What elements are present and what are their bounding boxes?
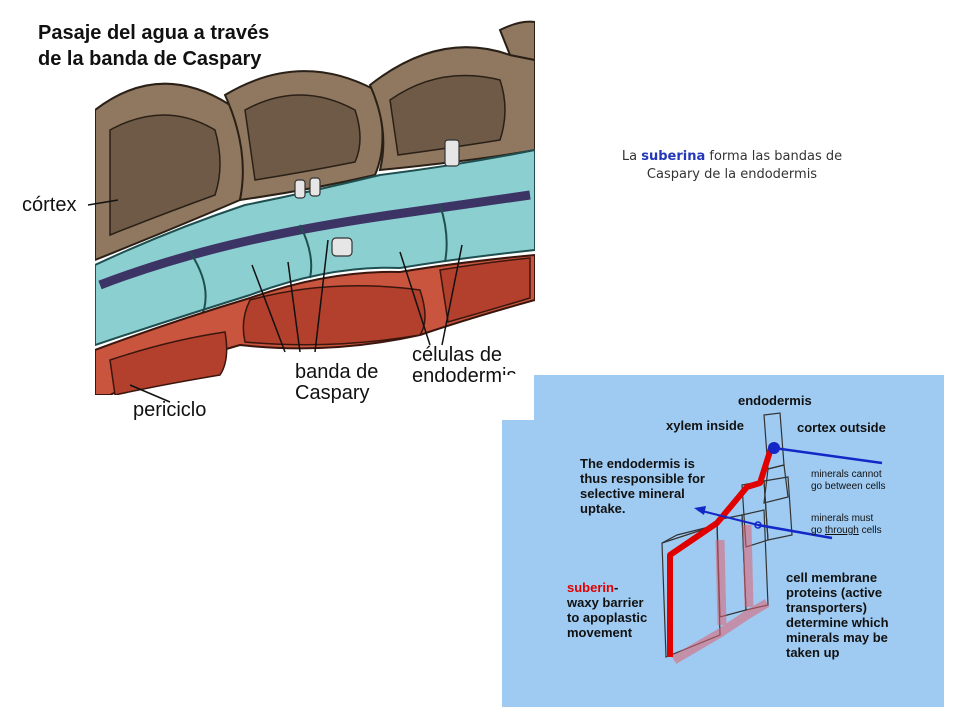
leader-banda-3 [314,239,329,353]
arrow-origin-dot [754,521,762,529]
text-minerals-cannot: minerals cannot go between cells [811,469,886,493]
caption-after: forma las bandas de [705,149,843,164]
leader-celulas-2 [441,244,463,346]
selective-line4: uptake. [580,501,626,516]
membrane-line2: proteins (active [786,585,883,600]
leader-banda-2 [287,261,301,353]
figure-title-line2: de la banda de Caspary [38,48,262,70]
text-suberin-barrier: suberin- waxy barrier to apoplastic move… [567,580,647,640]
text-minerals-must: minerals must go through cells [811,513,882,537]
label-celulas-line2: endodermis [412,365,517,387]
selective-line3: selective mineral [580,486,685,501]
must-line1: minerals must [811,513,874,524]
suberin-word: suberin [567,580,614,595]
selective-line2: thus responsible for [580,471,705,486]
membrane-line1: cell membrane [786,570,878,585]
label-banda-caspary: banda de Caspary [295,362,378,404]
caption: La suberina forma las bandas de Caspary … [612,148,852,184]
leader-celulas-1 [399,251,431,346]
caption-line2: Caspary de la endodermis [646,167,818,182]
pointer-must [757,523,833,540]
leader-periciclo [129,384,171,403]
membrane-line4: determine which [786,615,889,630]
figure-title-line1: Pasaje del agua a través [38,22,270,44]
label-endodermis-right: endodermis [738,393,812,408]
suberin-line4: movement [567,625,633,640]
caspary-band-illustration [87,20,535,403]
label-xylem-inside: xylem inside [666,418,745,433]
suberin-dash: - [613,580,619,595]
caption-highlight: suberina [641,149,706,164]
suberin-line1: suberin- [567,580,647,595]
membrane-line6: taken up [786,645,840,660]
pericycle-cells [95,253,535,395]
label-cortex-outside: cortex outside [797,420,886,435]
leader-cortex [87,199,119,206]
cannot-line1: minerals cannot [811,469,882,480]
endodermis-transport-diagram [502,375,944,707]
suberin-line2: waxy barrier [567,595,644,610]
membrane-line3: transporters) [786,600,867,615]
endodermis-layer [95,139,535,347]
arrow-head [694,506,706,515]
suberin-band [667,444,775,657]
label-celulas-line1: células de [412,344,503,366]
membrane-line5: minerals may be [786,630,888,645]
label-cortex: córtex [22,194,77,216]
label-periciclo: periciclo [133,399,207,421]
cannot-line2: go between cells [811,481,886,492]
must-pre: go [811,525,825,536]
suberin-wall-faint [671,524,770,664]
text-selective-uptake: The endodermis is thus responsible for s… [580,456,705,516]
must-line2: go through cells [811,525,882,537]
arrow-through-cells [697,509,759,526]
leader-banda-1 [251,264,286,353]
text-membrane-proteins: cell membrane proteins (active transport… [786,570,889,660]
selective-line1: The endodermis is [580,456,695,471]
must-underlined: through [824,525,859,536]
must-post: cells [858,525,882,536]
caption-before: La [621,149,642,164]
label-banda-line2: Caspary [295,382,370,404]
label-banda-line1: banda de [295,361,379,383]
pointer-cannot [773,446,883,465]
suberin-line3: to apoplastic [567,610,648,625]
cortex-cells [95,20,535,262]
label-celulas-endodermis: células de endodermis [412,345,517,387]
